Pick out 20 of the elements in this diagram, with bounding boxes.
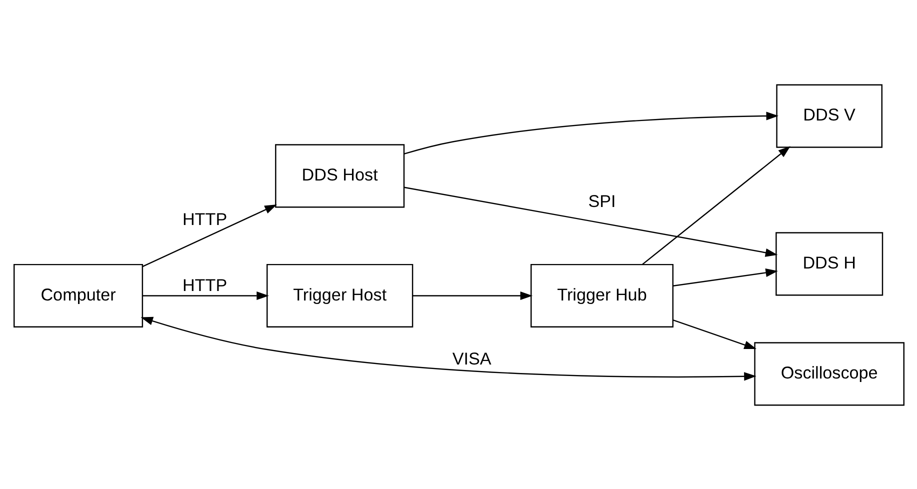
edge-label: HTTP [182, 276, 227, 295]
node-box: Computer [13, 263, 143, 327]
arrow [642, 146, 790, 264]
node-box: Trigger Host [266, 263, 413, 327]
edge-label: HTTP [182, 210, 227, 229]
arrow [142, 290, 268, 300]
node-box: DDS V [776, 84, 882, 148]
arrow [142, 204, 276, 267]
node-box: Trigger Hub [530, 263, 673, 327]
arrow [404, 111, 778, 154]
node-box: DDS H [775, 232, 883, 296]
node-box: DDS Host [274, 144, 404, 208]
arrow [404, 186, 778, 256]
edge-label: VISA [452, 348, 491, 368]
edge-label: SPI [588, 191, 616, 210]
arrow [412, 290, 532, 300]
arrow [672, 268, 778, 286]
node-box: Oscilloscope [754, 342, 904, 406]
arrow [140, 316, 756, 380]
arrow [672, 318, 756, 349]
